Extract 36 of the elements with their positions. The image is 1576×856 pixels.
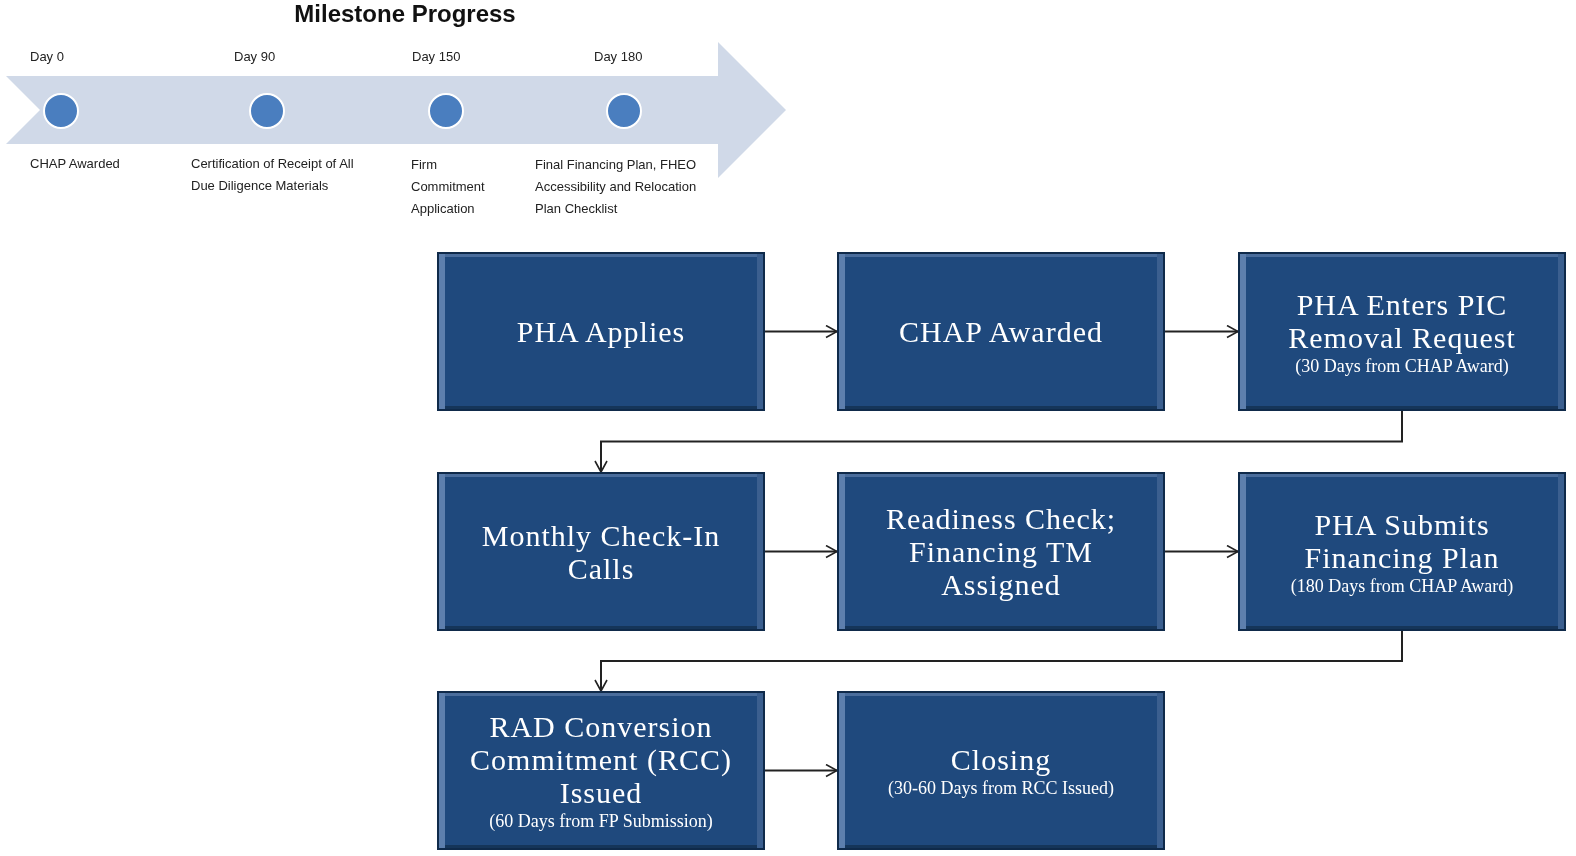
step-title: PHA Applies xyxy=(516,315,686,348)
process-box xyxy=(837,472,1165,631)
arrow xyxy=(764,544,838,559)
process-box xyxy=(437,691,765,850)
arrow xyxy=(594,630,1403,692)
step-title: CHAP Awarded xyxy=(899,315,1103,348)
process-box xyxy=(837,252,1165,411)
step-note: (180 Days from CHAP Award) xyxy=(1290,575,1514,596)
day-label: Day 0 xyxy=(30,48,65,66)
step-title: PHA Enters PIC Removal Request xyxy=(1287,287,1517,354)
step-note: (60 Days from FP Submission) xyxy=(489,811,713,831)
day-label: Day 180 xyxy=(594,48,644,66)
step-note: (30 Days from CHAP Award) xyxy=(1295,355,1509,376)
process-box xyxy=(437,472,765,631)
milestone-label: Certification of Receipt of All Due Diligence Materials xyxy=(191,155,355,195)
arrow xyxy=(1164,544,1239,559)
step-title: RAD Conversion Commitment (RCC) Issued xyxy=(469,710,733,809)
process-box xyxy=(1238,472,1566,631)
timeline-title: Milestone Progress xyxy=(293,0,517,28)
arrow xyxy=(764,763,838,778)
step-title: PHA Submits Financing Plan xyxy=(1303,507,1501,574)
process-box xyxy=(837,691,1165,850)
step-title: Readiness Check; Financing TM Assigned xyxy=(884,502,1118,601)
process-box xyxy=(437,252,765,411)
step-title: Monthly Check-In Calls xyxy=(480,518,722,585)
step-title: Closing xyxy=(950,743,1052,776)
process-box xyxy=(1238,252,1566,411)
day-label: Day 150 xyxy=(412,48,462,66)
step-note: (30-60 Days from RCC Issued) xyxy=(888,778,1114,798)
day-label: Day 90 xyxy=(234,48,277,66)
milestone-label: CHAP Awarded xyxy=(30,155,121,173)
milestone-label: Firm Commitment Application xyxy=(411,156,486,218)
milestone-label: Final Financing Plan, FHEO Accessibility and Relocation Plan Checklist xyxy=(535,156,698,218)
arrow xyxy=(594,410,1403,473)
arrow xyxy=(764,324,838,339)
arrow xyxy=(1164,324,1239,339)
